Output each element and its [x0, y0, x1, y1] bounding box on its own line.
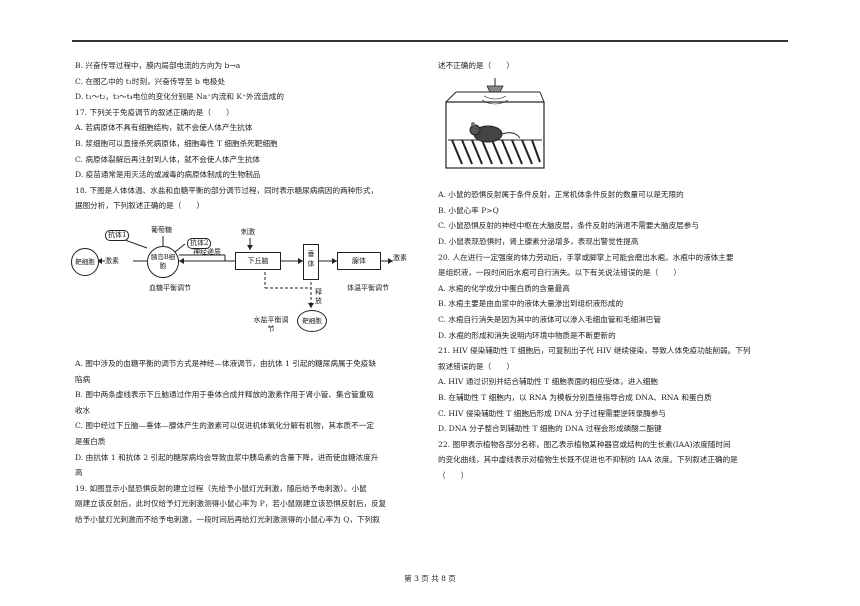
regulation-diagram: 靶细胞 激素 胰岛B细胞 葡萄糖 抗体1 抗体2 神经递质 刺激 下丘脑 垂体 … — [71, 218, 425, 350]
option-c: C. 水疱自行消失是因为其中的液体可以渗入毛细血管和毛细淋巴管 — [438, 314, 661, 324]
right-bottom-text: A. 小鼠的恐惧反射属于条件反射，正常机体条件反射的数量可以是无限的 B. 小鼠… — [438, 187, 788, 483]
option-a: A. HIV 通过识别并结合辅助性 T 细胞表面的相应受体，进入细胞 — [438, 377, 658, 387]
text-line: C. 病原体裂解后再注射到人体，就不会使人体产生抗体 — [75, 154, 261, 164]
option-b: B. 图中两条虚线表示下丘脑通过作用于垂体合成并释放的激素作用于肾小管、集合管重… — [75, 390, 374, 400]
release-label: 释放 — [315, 287, 322, 305]
text-line: 高 — [75, 468, 83, 478]
option-b: B. 小鼠心率 P>Q — [438, 205, 499, 215]
text-line: B. 兴奋传导过程中，膜内局部电流的方向为 b→a — [75, 61, 241, 70]
text-line: 收水 — [75, 405, 91, 415]
option-d: D. 水疱的形成和消失说明内环境中物质是不断更新的 — [438, 330, 616, 340]
option-d: D. DNA 分子整合到辅助性 T 细胞的 DNA 过程会形成磷酸二酯键 — [438, 424, 662, 434]
option-a: A. 图中涉及的血糖平衡的调节方式是神经—体液调节，由抗体 1 引起的糖尿病属于… — [75, 358, 376, 368]
antibody-2-label: 抗体2 — [187, 237, 212, 249]
text-line: 给予小鼠灯光刺激而不给予电刺激，一段时间后再给灯光刺激测得的小鼠心率为 Q，下列… — [75, 514, 380, 524]
option-d: D. 由抗体 1 和抗体 2 引起的糖尿病均会导致血浆中胰岛素的含量下降，进而使… — [75, 452, 379, 462]
neurotransmitter-label: 神经递质 — [193, 247, 221, 256]
left-column: B. 兴奋传导过程中，膜内局部电流的方向为 b→a C. 在图乙中的 t₁时刻，… — [71, 58, 425, 528]
target-cell-left: 靶细胞 — [71, 247, 99, 276]
text-line: C. 在图乙中的 t₁时刻，兴奋传导至 b 电极处 — [75, 76, 226, 86]
text-line: 叙述错误的是（ ） — [438, 361, 514, 371]
pituitary-box: 垂体 — [303, 243, 319, 280]
question-20: 20. 人在进行一定强度的体力劳动后，手掌或脚掌上可能会磨出水疱。水疱中的液体主… — [438, 252, 734, 262]
text-line: D. 疫苗通常是用灭活的或减毒的病原体制成的生物制品 — [75, 170, 261, 180]
glucose-label: 葡萄糖 — [151, 225, 172, 234]
mouse-fear-figure — [440, 77, 788, 180]
question-18: 18. 下图是人体体温、水盐和血糖平衡的部分调节过程，同时表示糖尿病病因的两种形… — [75, 185, 379, 195]
text-line: 是组织液，一段时间后水疱可自行消失。以下有关说法错误的是（ ） — [438, 268, 681, 278]
option-d: D. 小鼠表现恐惧时，肾上腺素分泌增多，表现出警觉性提高 — [438, 236, 639, 246]
question-17: 17. 下列关于免疫调节的叙述正确的是（ ） — [75, 107, 234, 117]
option-a: A. 小鼠的恐惧反射属于条件反射，正常机体条件反射的数量可以是无限的 — [438, 190, 684, 200]
gland-box: 腺体 — [337, 251, 381, 270]
water-salt-regulation-label: 水盐平衡调节 — [253, 315, 289, 333]
text-line: 的变化曲线，其中虚线表示对植物生长既不促进也不抑制的 IAA 浓度。下列叙述正确… — [438, 455, 738, 465]
option-b: B. 水疱主要是由血浆中的液体大量渗出到组织液形成的 — [438, 299, 624, 309]
question-21: 21. HIV 侵染辅助性 T 细胞后，可复制出子代 HIV 继续侵染，导致人体… — [438, 346, 751, 356]
text-line: D. t₁～t₂，t₃～t₄电位的变化分别是 Na⁺内流和 K⁺外流造成的 — [75, 92, 284, 102]
option-c: C. HIV 侵染辅助性 T 细胞后形成 DNA 分子过程需要逆转录酶参与 — [438, 408, 666, 418]
islet-b-cell: 胰岛B细胞 — [147, 245, 179, 278]
glucose-regulation-label: 血糖平衡调节 — [149, 283, 191, 292]
option-c: C. 图中经过下丘脑—垂体—腺体产生的激素可以促进机体氧化分解有机物，其本质不一… — [75, 421, 374, 431]
header-rule — [72, 40, 788, 42]
text-line: 刚建立该反射后，此时仅给予灯光刺激测得小鼠心率为 P，若小鼠刚建立该恐惧反射后，… — [75, 499, 387, 509]
hormone-label-right: 激素 — [393, 253, 407, 262]
text-line: 是蛋白质 — [75, 436, 106, 446]
left-top-text: B. 兴奋传导过程中，膜内局部电流的方向为 b→a C. 在图乙中的 t₁时刻，… — [75, 58, 425, 214]
hormone-label-left: 激素 — [105, 256, 119, 265]
stimulus-label: 刺激 — [241, 227, 255, 236]
temperature-regulation-label: 体温平衡调节 — [347, 283, 389, 292]
text-line: A. 若病原体不具有细胞结构，就不会使人体产生抗体 — [75, 123, 253, 133]
text-line: 据图分析，下列叙述正确的是（ ） — [75, 201, 205, 211]
hypothalamus-box: 下丘脑 — [235, 251, 281, 270]
question-19: 19. 如图显示小鼠恐惧反射的建立过程（先给予小鼠灯光刺激，随后给予电刺激）。小… — [75, 483, 367, 493]
mouse-cage-illustration — [445, 77, 545, 169]
option-a: A. 水疱的化学成分中蛋白质的含量最高 — [438, 283, 570, 293]
option-b: B. 在辅助性 T 细胞内，以 RNA 为模板分别直接指导合成 DNA、RNA … — [438, 392, 712, 402]
text-line: 述不正确的是（ ） — [438, 61, 514, 70]
antibody-1-label: 抗体1 — [105, 229, 130, 241]
text-line: （ ） — [438, 470, 469, 480]
left-bottom-text: A. 图中涉及的血糖平衡的调节方式是神经—体液调节，由抗体 1 引起的糖尿病属于… — [75, 356, 425, 528]
option-c: C. 小鼠恐惧反射的神经中枢在大脑皮层，条件反射的消退不需要大脑皮层参与 — [438, 221, 699, 231]
question-22: 22. 图甲表示植物各部分名称，图乙表示植物某种器官或结构的生长素(IAA)浓度… — [438, 439, 731, 449]
target-cell-bottom: 靶细胞 — [297, 309, 327, 332]
right-column: 述不正确的是（ ） — [438, 58, 788, 483]
text-line: B. 浆细胞可以直接杀死病原体，细胞毒性 T 细胞杀死靶细胞 — [75, 138, 278, 148]
page-number: 第 3 页 共 8 页 — [404, 574, 456, 583]
text-line: 陷病 — [75, 374, 91, 384]
